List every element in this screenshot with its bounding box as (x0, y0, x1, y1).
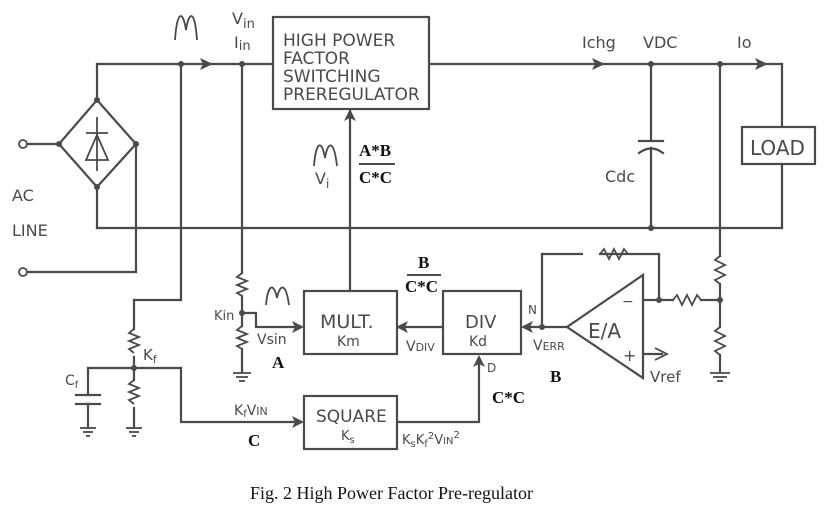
vin-label: Vin (232, 9, 255, 32)
error-amplifier (521, 246, 722, 381)
mult-sub: Km (337, 334, 360, 350)
d-label: D (487, 361, 496, 375)
vsin-arrow-icon (292, 321, 304, 333)
vi-label: Vi (315, 169, 329, 191)
vsin-waveform-icon (265, 286, 290, 306)
mult-title: MULT. (320, 311, 374, 333)
divider-block (441, 289, 523, 356)
ichg-arrow-icon (592, 58, 605, 70)
vdc-label: VDC (643, 33, 677, 52)
vsin-label: Vsin (257, 332, 287, 348)
cdc-label: Cdc (605, 167, 635, 186)
kin-label: Kin (214, 309, 234, 324)
vdiv-arrow-icon (396, 321, 408, 333)
preregulator-line-1: HIGH POWER (283, 31, 395, 51)
square-sub: Ks (341, 429, 355, 446)
mult-out-num: A*B (359, 141, 391, 160)
square-out-label: KsKf2VIN2 (402, 430, 460, 450)
square-title: SQUARE (316, 407, 387, 427)
rectified-waveform-icon (174, 15, 198, 41)
ea-plus: + (623, 346, 636, 365)
load-label: LOAD (750, 136, 805, 160)
ac-line-label-2: LINE (12, 221, 48, 240)
div-title: DIV (465, 312, 497, 333)
vi-waveform-icon (313, 144, 338, 167)
kin-divider (233, 62, 304, 382)
vref-arrow-icon (654, 347, 670, 361)
vref-label: Vref (650, 368, 681, 386)
cdc-capacitor (637, 62, 665, 231)
vdiv-label: VDIV (406, 339, 435, 355)
io-label: Io (737, 33, 752, 52)
annotation-b: B (550, 367, 561, 386)
vi-arrow-icon (344, 109, 356, 121)
preregulator-block (271, 15, 431, 111)
cf-label: Cf (65, 373, 79, 391)
kf-filter (74, 62, 304, 437)
kf-label: Kf (143, 346, 158, 366)
preregulator-line-4: PREREGULATOR (283, 85, 420, 105)
top-rail (95, 58, 784, 129)
ac-line-label-1: AC (12, 186, 34, 205)
div-out-num: B (418, 253, 429, 272)
output-sense-divider (710, 62, 730, 382)
kfvin-label: KfVIN (234, 403, 268, 420)
annotation-cc: C*C (492, 388, 525, 407)
figure-caption: Fig. 2 High Power Factor Pre-regulator (250, 483, 533, 503)
kfvin-arrow-icon (292, 416, 304, 428)
annotation-c: C (248, 431, 260, 450)
bridge-rectifier (56, 97, 139, 190)
ichg-label: Ichg (582, 33, 616, 52)
div-out-den: C*C (405, 277, 438, 296)
n-label: N (528, 303, 537, 317)
ac-terminals (18, 139, 138, 277)
preregulator-line-3: SWITCHING (283, 67, 381, 87)
d-arrow-icon (473, 355, 485, 367)
iin-label: Iin (234, 33, 251, 54)
div-sub: Kd (469, 334, 487, 350)
annotation-a: A (272, 353, 285, 372)
ea-title: E/A (588, 319, 621, 343)
iin-arrow-icon (200, 58, 213, 70)
square-output-line (395, 360, 481, 424)
verr-arrow-icon (521, 321, 533, 333)
multiplier-block (302, 289, 399, 356)
preregulator-line-2: FACTOR (283, 49, 350, 69)
square-block (302, 394, 399, 451)
load-block (740, 125, 817, 166)
mult-out-den: C*C (359, 168, 392, 187)
verr-label: VERR (533, 338, 565, 354)
ea-minus: − (622, 294, 634, 310)
